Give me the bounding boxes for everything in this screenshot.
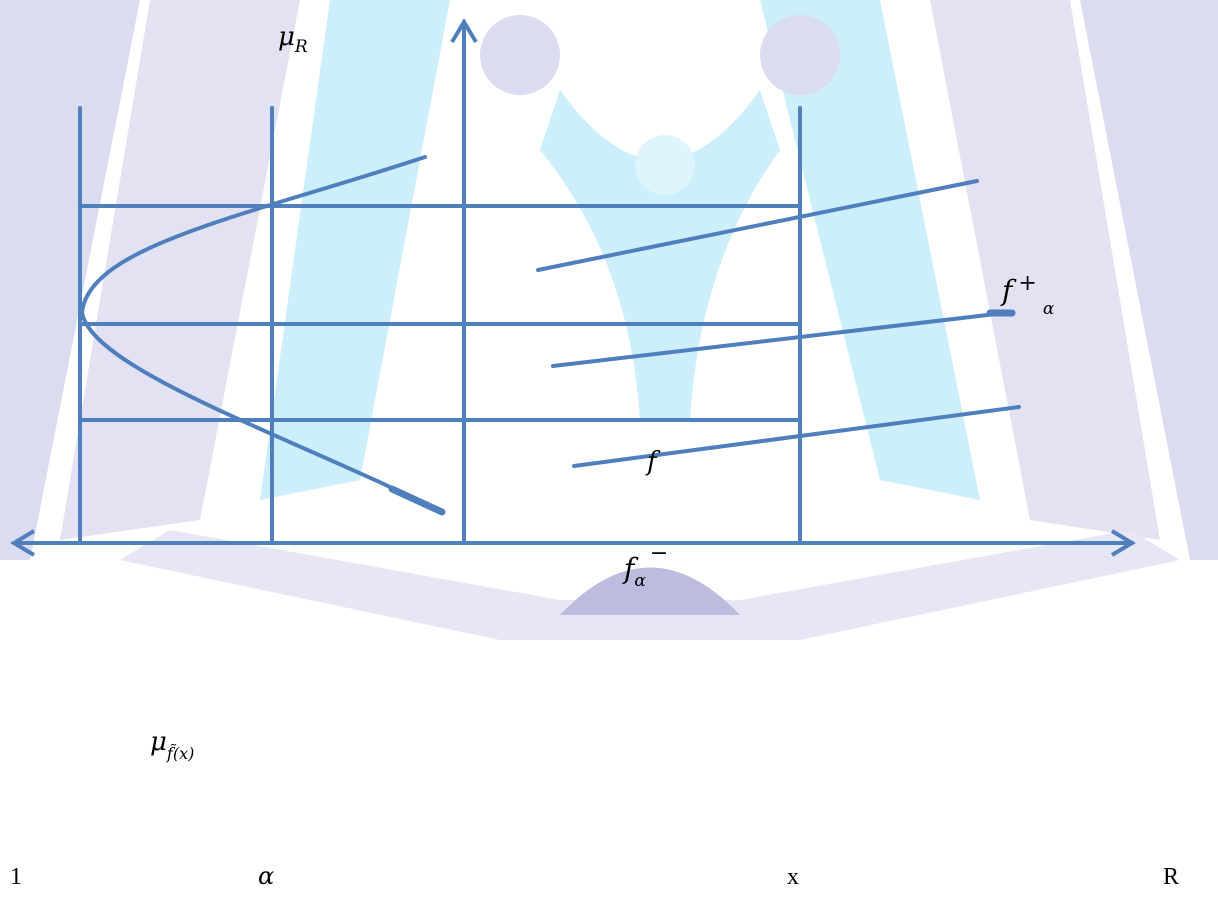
slanted-line-middle xyxy=(551,310,1015,368)
watermark-band-right xyxy=(930,0,1160,540)
watermark-mound xyxy=(560,567,740,615)
watermark-band-inner-left xyxy=(260,0,450,500)
bottom-label-alpha: α xyxy=(258,862,274,890)
watermark-logo xyxy=(0,0,1218,640)
slanted-line-upper xyxy=(536,179,979,272)
label-mu-f-of-x: μf̃(x) xyxy=(150,727,194,763)
watermark-arch-outer xyxy=(0,0,140,560)
watermark-figure-body xyxy=(540,90,780,420)
watermark-arch-right xyxy=(1080,0,1218,560)
membership-curve xyxy=(79,155,444,514)
membership-curve-tail xyxy=(388,485,446,516)
slanted-line-lower xyxy=(572,405,1021,468)
watermark-band-left xyxy=(60,0,300,540)
watermark-head-left xyxy=(480,15,560,95)
bottom-label-one: 1 xyxy=(10,864,22,890)
watermark-head-right xyxy=(760,15,840,95)
diagram-lines xyxy=(10,18,1136,557)
watermark-sun-rays xyxy=(120,530,1180,640)
bottom-label-x: x xyxy=(787,864,799,890)
watermark-band-inner-right xyxy=(760,0,980,500)
bottom-label-r: R xyxy=(1163,864,1179,890)
watermark-figure-head xyxy=(635,135,695,195)
label-mu-r: μR xyxy=(278,22,308,57)
label-f: f xyxy=(645,447,661,477)
